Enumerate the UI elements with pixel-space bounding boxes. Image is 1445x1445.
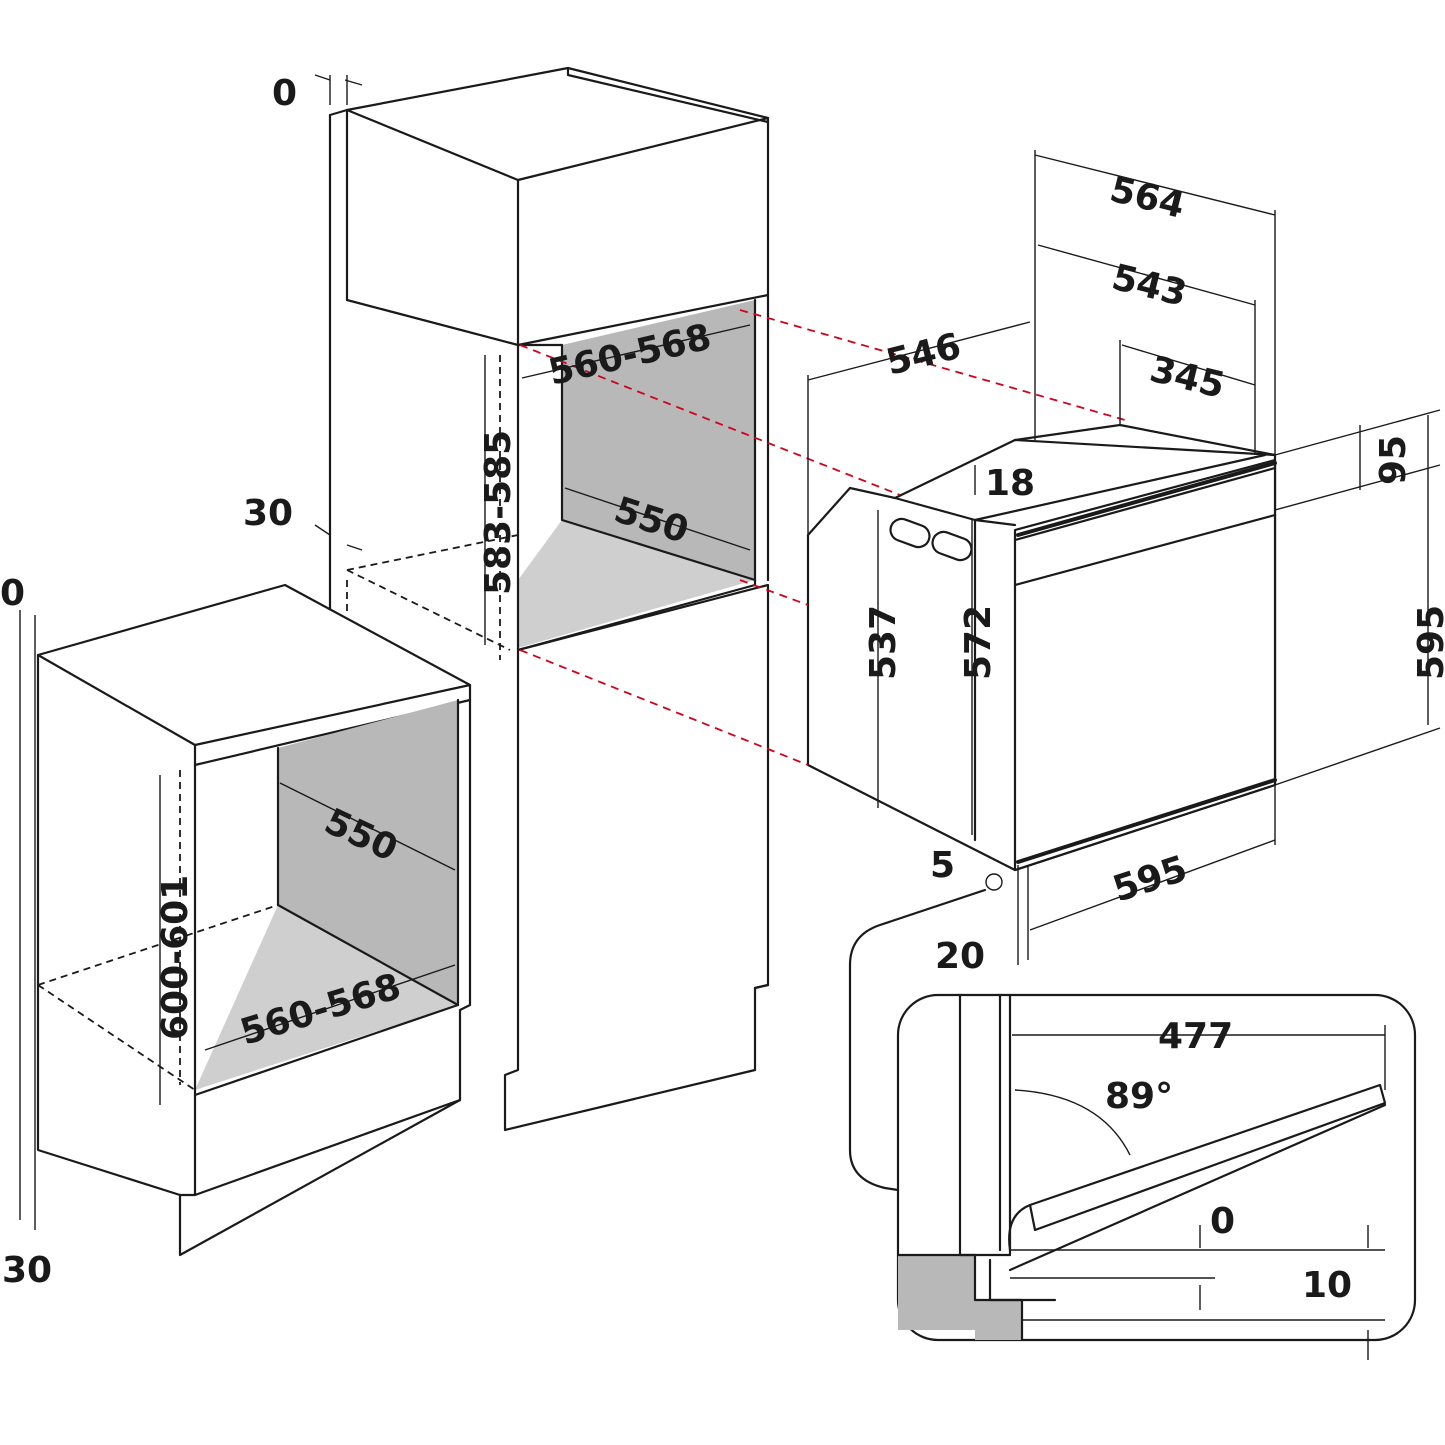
upper-top-gap-label: 0 — [272, 73, 297, 114]
oven-front-width-label: 595 — [1108, 848, 1192, 910]
oven-top-offset-label: 18 — [985, 463, 1035, 504]
oven-depth-body-label: 543 — [1108, 257, 1191, 315]
door-gap-top-label: 0 — [1210, 1201, 1235, 1242]
door-angle-label: 89° — [1105, 1076, 1173, 1117]
door-length-label: 477 — [1158, 1016, 1233, 1057]
oven-body-height-front-label: 572 — [958, 605, 999, 680]
oven-panel-height-label: 95 — [1373, 435, 1414, 485]
oven — [806, 423, 1277, 891]
upper-side-gap-label: 30 — [243, 493, 293, 534]
oven-body-height-rear-label: 537 — [863, 605, 904, 680]
oven-depth-side-label: 546 — [882, 326, 965, 384]
oven-bottom-offset-label: 5 — [930, 845, 955, 886]
low-cabinet — [36, 583, 472, 1257]
oven-depth-rear-label: 345 — [1146, 349, 1229, 407]
door-detail — [848, 888, 1417, 1360]
tall-cabinet — [328, 66, 770, 1132]
door-gap-bottom-label: 10 — [1302, 1265, 1352, 1306]
oven-door-thickness-label: 20 — [935, 936, 985, 977]
upper-niche-height-label: 583-585 — [478, 430, 519, 595]
dimension-lines — [19, 74, 1441, 1230]
oven-front-height-label: 595 — [1411, 605, 1445, 680]
lower-niche-height-label: 600-601 — [155, 875, 196, 1040]
lower-side-gap-label: 30 — [2, 1250, 52, 1291]
oven-depth-total-label: 564 — [1106, 169, 1189, 227]
lower-top-gap-label: 0 — [0, 573, 25, 614]
alignment-guides — [519, 309, 1126, 766]
